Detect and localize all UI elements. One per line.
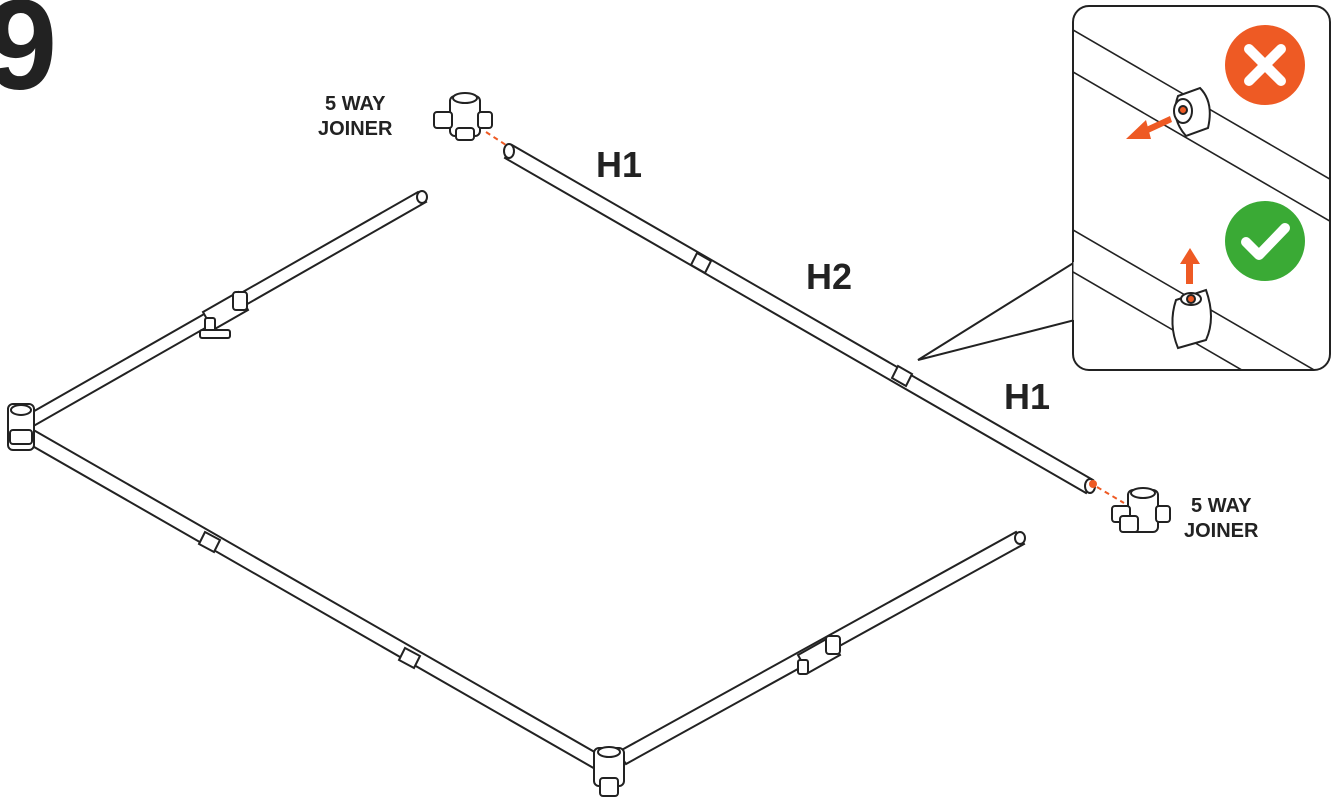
pipe-label-h1-bottom: H1 bbox=[1004, 376, 1051, 417]
pipe-sleeve-1 bbox=[689, 251, 713, 275]
five-way-joiner-top bbox=[433, 92, 493, 141]
pipe-sleeve-2 bbox=[890, 364, 914, 388]
corner-joiner-left bbox=[7, 403, 35, 451]
step-number: 9 bbox=[0, 0, 58, 117]
arrow-wrong bbox=[1126, 116, 1172, 139]
insert-guide-top bbox=[485, 131, 507, 146]
inset-pointer bbox=[917, 260, 1076, 361]
frame-pipe-front-left bbox=[20, 426, 607, 772]
corner-joiner-bottom bbox=[593, 746, 625, 797]
pipe-label-h1-top: H1 bbox=[596, 144, 643, 185]
five-way-joiner-right bbox=[1111, 487, 1171, 533]
joiner-label-right-line2: JOINER bbox=[1184, 520, 1259, 542]
check-icon bbox=[1225, 201, 1305, 281]
joiner-label-right-line1: 5 WAY bbox=[1191, 495, 1252, 517]
inset-sleeve-wrong bbox=[1173, 86, 1211, 138]
joiner-label-right: 5 WAY JOINER bbox=[1184, 494, 1258, 544]
connector-sleeve-1 bbox=[197, 530, 222, 554]
t-joiner-left bbox=[199, 290, 250, 339]
cross-icon bbox=[1225, 25, 1305, 105]
insert-guide-right bbox=[1096, 486, 1125, 504]
joiner-label-top-line1: 5 WAY bbox=[325, 93, 386, 115]
pipe-label-h2: H2 bbox=[806, 256, 853, 297]
inset-sleeve-correct bbox=[1171, 288, 1212, 350]
t-joiner-right bbox=[796, 635, 842, 675]
connector-sleeve-2 bbox=[397, 646, 422, 670]
arrow-correct bbox=[1180, 248, 1200, 284]
joiner-label-top: 5 WAY JOINER bbox=[318, 92, 392, 142]
joiner-label-top-line2: JOINER bbox=[318, 118, 393, 140]
push-button-marker bbox=[1089, 480, 1097, 488]
